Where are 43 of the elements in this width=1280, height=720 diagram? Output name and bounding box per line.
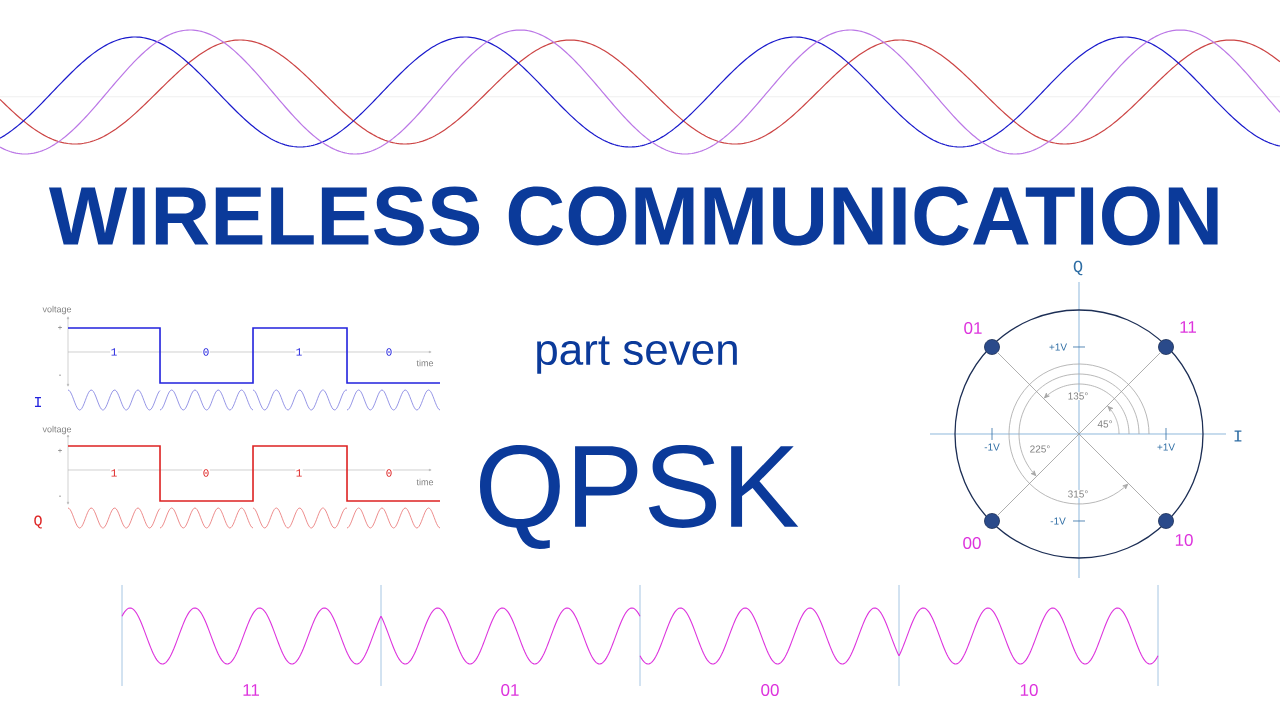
axis-label: -	[58, 495, 62, 499]
axis-label: voltage	[42, 425, 72, 435]
channel-label: I	[33, 396, 43, 408]
bit-label: 0	[202, 468, 210, 478]
tick-label: +1V	[1048, 343, 1068, 351]
angle-label: 45°	[1096, 419, 1114, 429]
constellation-point	[984, 339, 1000, 355]
constellation-point	[1158, 513, 1174, 529]
angle-label: 225°	[1029, 444, 1051, 454]
axis-label: voltage	[42, 305, 72, 315]
tick-label: +1V	[1156, 443, 1176, 451]
symbol-label: 01	[500, 683, 520, 697]
tick-label: -1V	[1049, 517, 1067, 525]
channel-label: Q	[33, 515, 43, 529]
symbol-label: 11	[241, 683, 261, 697]
axis-label: +	[57, 448, 63, 454]
angle-label: 135°	[1067, 391, 1089, 401]
axis-label: +	[57, 325, 63, 331]
angle-label: 315°	[1067, 489, 1089, 499]
heading: QPSK	[473, 444, 801, 550]
axis-label: I	[1232, 429, 1244, 443]
axis-label: Q	[1072, 260, 1084, 276]
bit-label: 1	[110, 347, 118, 357]
bit-label: 0	[202, 347, 210, 357]
symbol-label: 11	[1180, 321, 1196, 333]
symbol-label: 10	[1019, 683, 1039, 697]
bit-label: 1	[295, 347, 303, 357]
symbol-label: 10	[1175, 534, 1193, 546]
constellation-point	[1158, 339, 1174, 355]
symbol-label: 00	[963, 537, 981, 549]
symbol-label: 01	[964, 322, 982, 334]
title: WIRELESS COMMUNICATION	[48, 186, 1218, 246]
bit-label: 1	[110, 468, 118, 478]
axis-label: -	[58, 374, 62, 378]
axis-label: time	[416, 478, 434, 486]
constellation-point	[984, 513, 1000, 529]
symbol-label: 00	[760, 683, 780, 697]
subtitle: part seven	[533, 335, 741, 375]
bit-label: 1	[295, 468, 303, 478]
axis-label: time	[416, 359, 434, 367]
bit-label: 0	[385, 468, 393, 478]
bit-label: 0	[385, 347, 393, 357]
tick-label: -1V	[983, 443, 1001, 451]
